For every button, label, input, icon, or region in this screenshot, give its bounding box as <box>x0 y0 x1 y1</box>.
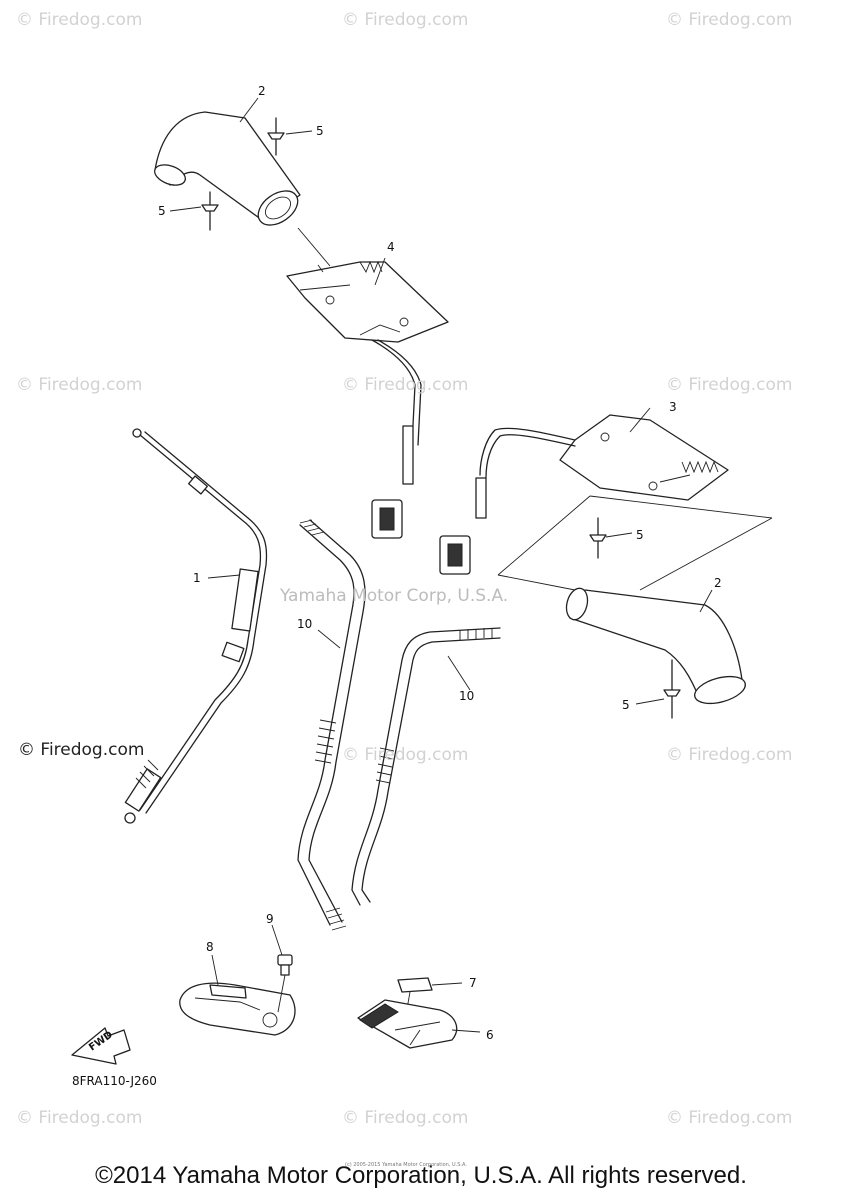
rivet-5-a <box>267 117 313 156</box>
diagram-code: 8FRA110-J260 <box>72 1074 157 1088</box>
watermark: © Firedog.com <box>16 10 143 30</box>
callout-8: 8 <box>206 940 214 954</box>
callout-5: 5 <box>316 124 324 138</box>
watermark: © Firedog.com <box>666 745 793 765</box>
watermark: © Firedog.com <box>16 1108 143 1128</box>
part-10-hose-right <box>351 627 501 906</box>
callout-10: 10 <box>459 689 475 703</box>
fineprint: (c) 2005-2015 Yamaha Motor Corporation, … <box>345 1162 467 1168</box>
watermark: © Firedog.com <box>342 10 469 30</box>
callout-1: 1 <box>193 571 201 585</box>
part-10-hose-left <box>297 519 366 931</box>
part-7-pad <box>397 977 463 1021</box>
fwd-arrow <box>71 1027 131 1065</box>
copyright-notice: ©2014 Yamaha Motor Corporation, U.S.A. A… <box>95 1162 747 1189</box>
callout-3: 3 <box>669 400 677 414</box>
part-9-bolt <box>271 924 293 1013</box>
callout-2: 2 <box>258 84 266 98</box>
watermark-center: Yamaha Motor Corp, U.S.A. <box>280 586 509 606</box>
part-3-heater-element <box>439 407 773 591</box>
watermark: © Firedog.com <box>666 10 793 30</box>
part-2-top-tube <box>154 111 331 267</box>
callout-5: 5 <box>622 698 630 712</box>
part-2-right-tube <box>565 587 746 705</box>
part-6-holder <box>357 999 481 1049</box>
callout-2: 2 <box>714 576 722 590</box>
callout-6: 6 <box>486 1028 494 1042</box>
watermark: © Firedog.com <box>342 745 469 765</box>
rivet-5-b <box>169 191 219 231</box>
part-4-heater-element <box>286 257 449 539</box>
watermark: © Firedog.com <box>16 375 143 395</box>
part-1-throttle-cable <box>124 428 268 824</box>
watermark-left: © Firedog.com <box>18 740 145 760</box>
callout-7: 7 <box>469 976 477 990</box>
part-8-bracket <box>179 954 296 1036</box>
watermark: © Firedog.com <box>666 1108 793 1128</box>
rivet-5-c <box>589 517 633 559</box>
watermark: © Firedog.com <box>666 375 793 395</box>
watermark: © Firedog.com <box>342 375 469 395</box>
callout-5: 5 <box>158 204 166 218</box>
callout-5: 5 <box>636 528 644 542</box>
watermark: © Firedog.com <box>342 1108 469 1128</box>
rivet-5-d <box>635 659 681 719</box>
callout-10: 10 <box>297 617 313 631</box>
callout-9: 9 <box>266 912 274 926</box>
callout-4: 4 <box>387 240 395 254</box>
